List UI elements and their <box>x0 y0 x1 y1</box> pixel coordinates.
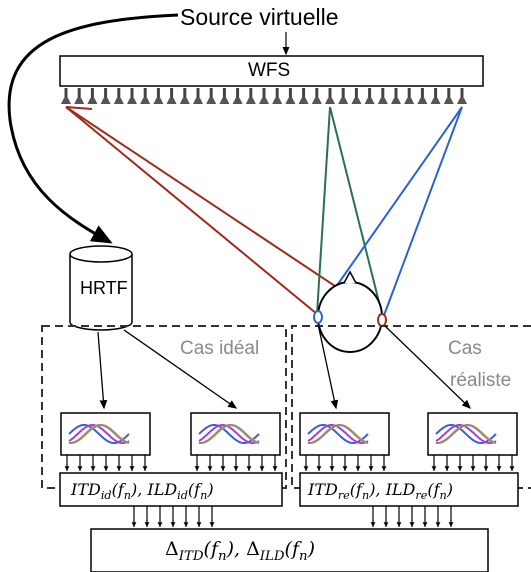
green-propagation-lines <box>316 106 384 319</box>
loudspeaker-icon <box>153 88 164 104</box>
loudspeaker-icon <box>417 88 428 104</box>
filter-box-real-left <box>299 412 390 456</box>
filter-waveform <box>435 424 497 444</box>
formula-box-real <box>299 472 519 507</box>
red-propagation-lines <box>65 106 384 319</box>
loudspeaker-icon <box>193 88 203 104</box>
loudspeaker-icon <box>404 88 415 104</box>
wfs-array-box <box>59 55 484 87</box>
formula-box-delta <box>90 528 489 572</box>
loudspeaker-icon <box>351 88 362 104</box>
loudspeaker-array <box>61 88 467 104</box>
loudspeaker-icon <box>430 88 441 104</box>
formula-box-ideal <box>59 472 283 507</box>
loudspeaker-icon <box>377 88 388 104</box>
filter-waveform <box>307 424 369 444</box>
formula-ideal: ITDid(fn), ILDid(fn) <box>71 480 214 503</box>
loudspeaker-icon <box>298 88 309 104</box>
loudspeaker-icon <box>113 88 124 104</box>
loudspeaker-icon <box>166 88 177 104</box>
filter-waveform <box>307 424 369 444</box>
cas-ideal-label: Cas idéal <box>180 338 260 359</box>
hrtf-database-icon <box>69 245 133 331</box>
loudspeaker-icon <box>140 88 151 104</box>
realistic-case-region <box>291 325 531 489</box>
loudspeaker-icon <box>61 88 71 104</box>
loudspeaker-icon <box>391 88 401 104</box>
hrtf-label: HRTF <box>80 278 128 298</box>
loudspeaker-icon <box>311 88 322 104</box>
loudspeaker-icon <box>219 88 230 104</box>
filter-box-real-right <box>427 412 518 456</box>
loudspeaker-icon <box>443 88 454 104</box>
cas-realiste-label-line2: réaliste <box>450 370 512 391</box>
blue-propagation-lines <box>316 106 463 319</box>
loudspeaker-icon <box>127 88 137 104</box>
loudspeaker-icon <box>285 88 296 104</box>
source-label: Source virtuelle <box>180 4 339 30</box>
filter-waveform <box>198 424 260 444</box>
loudspeaker-icon <box>74 88 85 104</box>
formula-delta: ΔITD(fn), ΔILD(fn) <box>165 538 315 564</box>
loudspeaker-icon <box>259 88 269 104</box>
loudspeaker-icon <box>364 88 375 104</box>
loudspeaker-icon <box>338 88 349 104</box>
loudspeaker-icon <box>87 88 98 104</box>
loudspeaker-icon <box>232 88 243 104</box>
filter-waveform <box>435 424 497 444</box>
filter-box-ideal-left <box>60 412 151 456</box>
listener-head-icon <box>313 270 387 353</box>
loudspeaker-icon <box>100 88 111 104</box>
cas-realiste-label-line1: Cas <box>448 338 482 359</box>
loudspeaker-icon <box>457 88 467 104</box>
wfs-label: WFS <box>248 60 291 81</box>
filter-box-ideal-right <box>190 412 281 456</box>
filter-waveform <box>198 424 260 444</box>
loudspeaker-icon <box>245 88 256 104</box>
loudspeaker-icon <box>206 88 217 104</box>
loudspeaker-icon <box>179 88 190 104</box>
formula-real: ITDre(fn), ILDre(fn) <box>308 480 453 503</box>
loudspeaker-icon <box>325 88 335 104</box>
source-to-hrtf-arrow <box>7 13 179 244</box>
filter-waveform <box>68 424 130 444</box>
filter-waveform <box>68 424 130 444</box>
loudspeaker-icon <box>272 88 283 104</box>
